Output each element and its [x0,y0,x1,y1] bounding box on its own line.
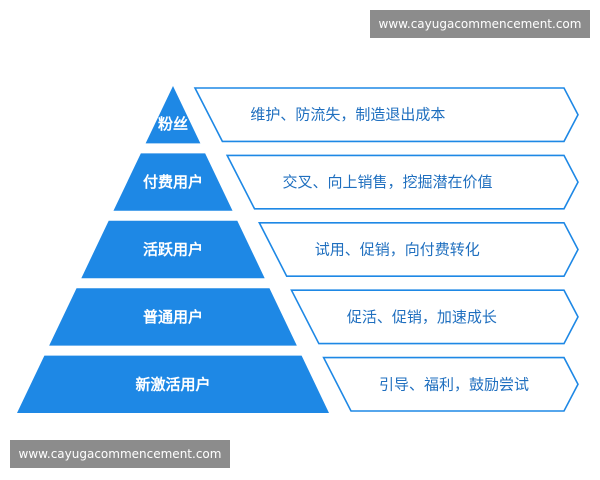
pyramid-tier-label-5: 新激活用户 [135,375,210,393]
pyramid-tier-5 [17,355,329,413]
pyramid-tier-label-1: 粉丝 [158,115,188,133]
pyramid-tier-label-2: 付费用户 [143,173,203,191]
description-arrow-4 [290,289,579,345]
watermark-bottom: www.cayugacommencement.com [10,440,230,468]
description-text-4: 促活、促销，加速成长 [347,308,497,326]
pyramid-tier-4 [49,288,297,346]
pyramid-tier-label-4: 普通用户 [143,308,203,326]
description-arrow-5 [322,356,579,412]
description-text-5: 引导、福利，鼓励尝试 [379,375,529,393]
pyramid-tier-2 [113,153,233,211]
pyramid-tier-1 [145,86,201,144]
description-arrow-2 [225,154,579,210]
description-text-1: 维护、防流失，制造退出成本 [250,106,445,124]
description-arrow-1 [193,87,579,143]
description-arrow-3 [257,222,579,278]
watermark-top: www.cayugacommencement.com [370,10,590,38]
description-text-2: 交叉、向上销售，挖掘潜在价值 [283,173,493,191]
pyramid-tier-3 [81,220,265,279]
pyramid-tier-label-3: 活跃用户 [143,241,203,259]
description-text-3: 试用、促销，向付费转化 [315,241,480,259]
description-arrows: 维护、防流失，制造退出成本交叉、向上销售，挖掘潜在价值试用、促销，向付费转化促活… [193,87,579,412]
